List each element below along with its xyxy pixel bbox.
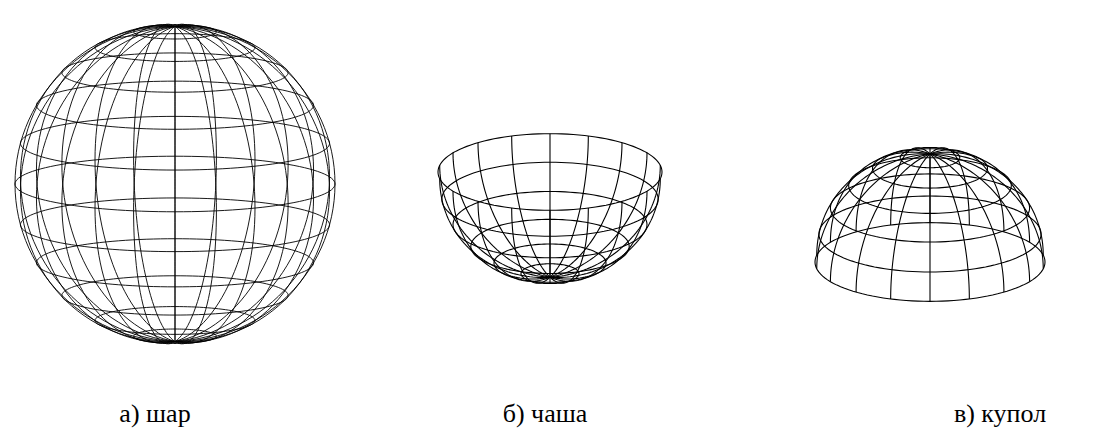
grid-line [175, 24, 176, 342]
grid-line [929, 147, 930, 223]
grid-line [20, 26, 175, 341]
grid-line [20, 116, 329, 170]
grid-line [550, 191, 647, 279]
figure-caption: б) чаша [503, 400, 588, 429]
grid-line [494, 244, 606, 282]
grid-line [830, 174, 1029, 242]
grid-line [36, 26, 175, 342]
grid-line [930, 152, 1030, 242]
grid-line [815, 223, 1045, 302]
grid-line [453, 191, 550, 279]
grid-line [175, 26, 288, 342]
grid-line [819, 196, 1041, 272]
grid-line [830, 154, 930, 282]
figure-caption: в) купол [954, 400, 1046, 429]
grid-line [20, 26, 175, 341]
grid-line [175, 26, 216, 343]
grid-line [62, 25, 175, 341]
grid-line [95, 307, 255, 335]
grid-line [442, 162, 658, 236]
grid-line [438, 134, 662, 211]
grid-line [175, 24, 216, 341]
grid-line [20, 198, 329, 252]
grid-line [95, 25, 175, 342]
grid-line [175, 26, 335, 341]
grid-line [175, 26, 314, 342]
grid-line [36, 26, 175, 342]
grid-line [95, 34, 255, 62]
grid-line [175, 26, 330, 341]
grid-line [175, 26, 330, 341]
grid-line [930, 154, 1030, 282]
dome-figure [815, 147, 1045, 301]
grid-line [873, 149, 988, 188]
grid-line [175, 25, 255, 342]
sphere-figure [15, 24, 335, 344]
grid-line [15, 156, 335, 212]
grid-line [62, 26, 175, 342]
figure-caption: а) шар [119, 400, 190, 429]
grid-line [830, 152, 930, 242]
grid-line [15, 26, 175, 341]
grid-line [62, 53, 288, 92]
grid-line [62, 276, 288, 315]
grid-line [453, 191, 647, 257]
grid-line [175, 26, 255, 343]
grid-line [95, 26, 175, 343]
grid-line [134, 25, 217, 39]
grid-line [36, 81, 313, 129]
grid-line [550, 153, 647, 277]
bowl-figure [438, 134, 662, 284]
grid-line [549, 134, 550, 278]
grid-line [134, 24, 175, 341]
grid-line [453, 153, 550, 277]
grid-line [175, 26, 314, 342]
grid-line [521, 264, 579, 284]
grid-line [175, 25, 288, 341]
grid-line [900, 147, 960, 167]
grid-line [134, 26, 175, 343]
grid-line [134, 329, 217, 343]
